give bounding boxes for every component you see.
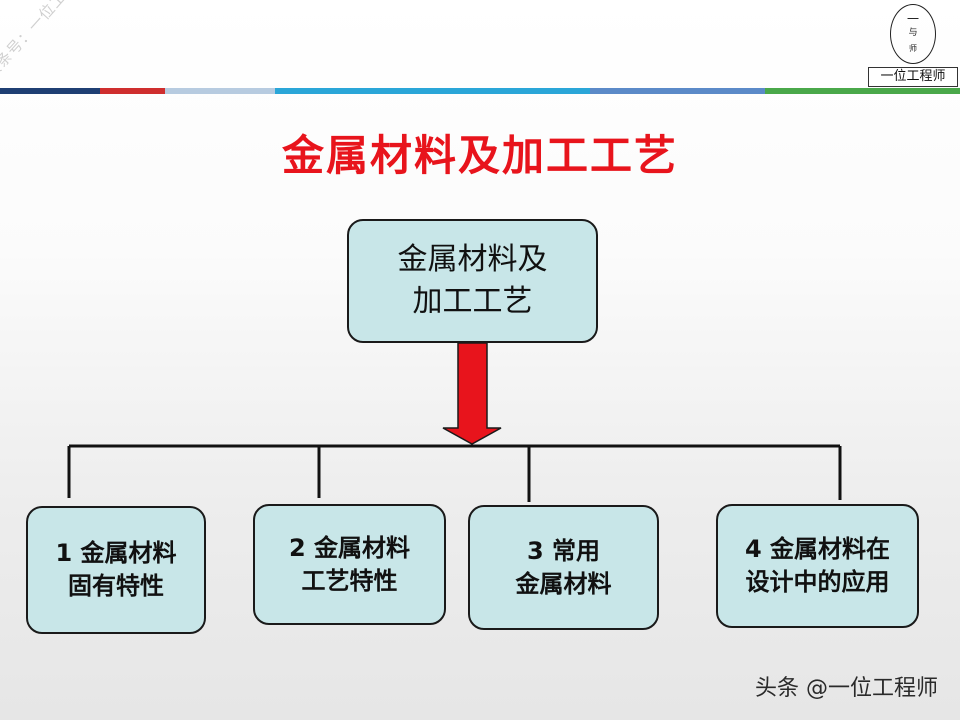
root-node-line1: 金属材料及: [397, 242, 548, 277]
brand-logo: 一 与 师 一位工程师: [868, 2, 958, 87]
color-bar-segment: [765, 88, 960, 94]
child-node-label: 2 金属材料: [288, 533, 411, 562]
logo-glyph-mid: 与: [908, 28, 918, 38]
color-bar-segment: [275, 88, 590, 94]
slide-title: 金属材料及加工工艺: [281, 131, 678, 180]
root-node: 金属材料及 加工工艺: [347, 219, 598, 343]
down-arrow-icon: [442, 342, 502, 445]
watermark-text: 头条号：一位工程师: [0, 0, 92, 83]
header-color-bar: [0, 88, 960, 94]
logo-glyph-top: 一: [906, 12, 919, 26]
child-node-4: 4 金属材料在 设计中的应用: [716, 504, 919, 628]
child-node-label: 工艺特性: [301, 566, 398, 595]
color-bar-segment: [0, 88, 100, 94]
child-node-label: 1 金属材料: [55, 539, 177, 567]
child-node-label: 固有特性: [68, 572, 164, 600]
child-node-2: 2 金属材料 工艺特性: [253, 504, 446, 625]
color-bar-segment: [100, 88, 165, 94]
color-bar-segment: [590, 88, 765, 94]
child-node-3: 3 常用 金属材料: [468, 505, 659, 630]
color-bar-segment: [165, 88, 275, 94]
child-node-label: 4 金属材料在: [744, 535, 891, 563]
footer-watermark: 头条 @一位工程师: [755, 676, 938, 701]
child-node-label: 3 常用: [526, 536, 601, 565]
child-node-label: 设计中的应用: [745, 568, 890, 596]
logo-glyph-bottom: 师: [909, 44, 917, 53]
root-node-line2: 加工工艺: [412, 284, 533, 319]
child-node-label: 金属材料: [515, 569, 612, 598]
logo-label: 一位工程师: [868, 67, 958, 87]
logo-circle: 一 与 师: [890, 4, 936, 64]
child-node-1: 1 金属材料 固有特性: [26, 506, 206, 634]
